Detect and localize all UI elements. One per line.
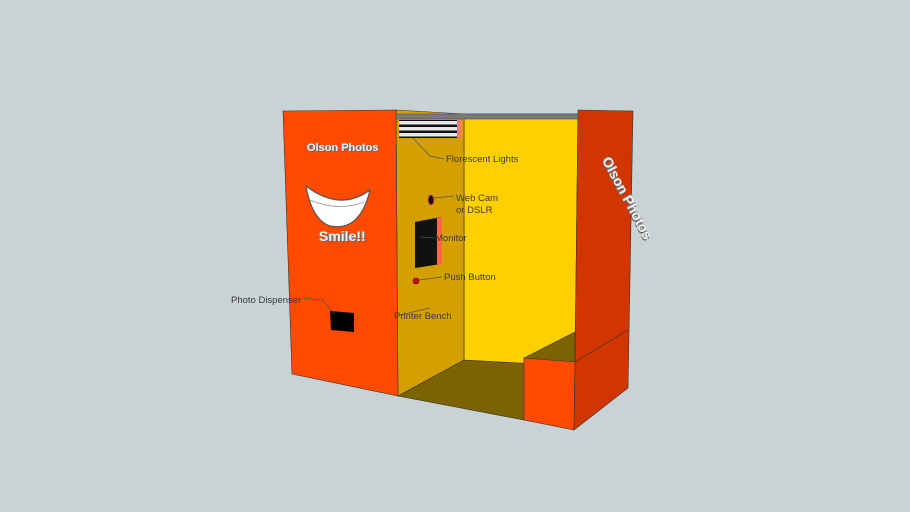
label-webcam-line2: or DSLR xyxy=(456,205,493,216)
label-webcam-line1: Web Cam xyxy=(456,193,499,204)
label-printer-bench: Printer Bench xyxy=(394,311,452,322)
photo-dispenser-slot[interactable] xyxy=(330,311,354,332)
monitor[interactable] xyxy=(415,217,442,268)
back-wall xyxy=(463,113,579,367)
front-panel xyxy=(282,109,399,397)
label-push-button: Push Button xyxy=(444,272,496,283)
webcam[interactable] xyxy=(427,194,435,206)
label-monitor: Monitor xyxy=(435,233,467,244)
bench-front[interactable] xyxy=(523,357,576,431)
right-side-panel xyxy=(573,109,634,431)
florescent-lights xyxy=(399,120,462,138)
leader-lines xyxy=(303,137,455,316)
label-florescent-lights: Florescent Lights xyxy=(446,154,519,165)
push-button[interactable] xyxy=(412,277,420,285)
light-bar xyxy=(395,113,579,120)
label-photo-dispenser: Photo Dispenser xyxy=(231,295,302,306)
brand-sign: Olson Photos xyxy=(307,142,379,154)
smile-sign: Smile!! xyxy=(319,228,366,244)
